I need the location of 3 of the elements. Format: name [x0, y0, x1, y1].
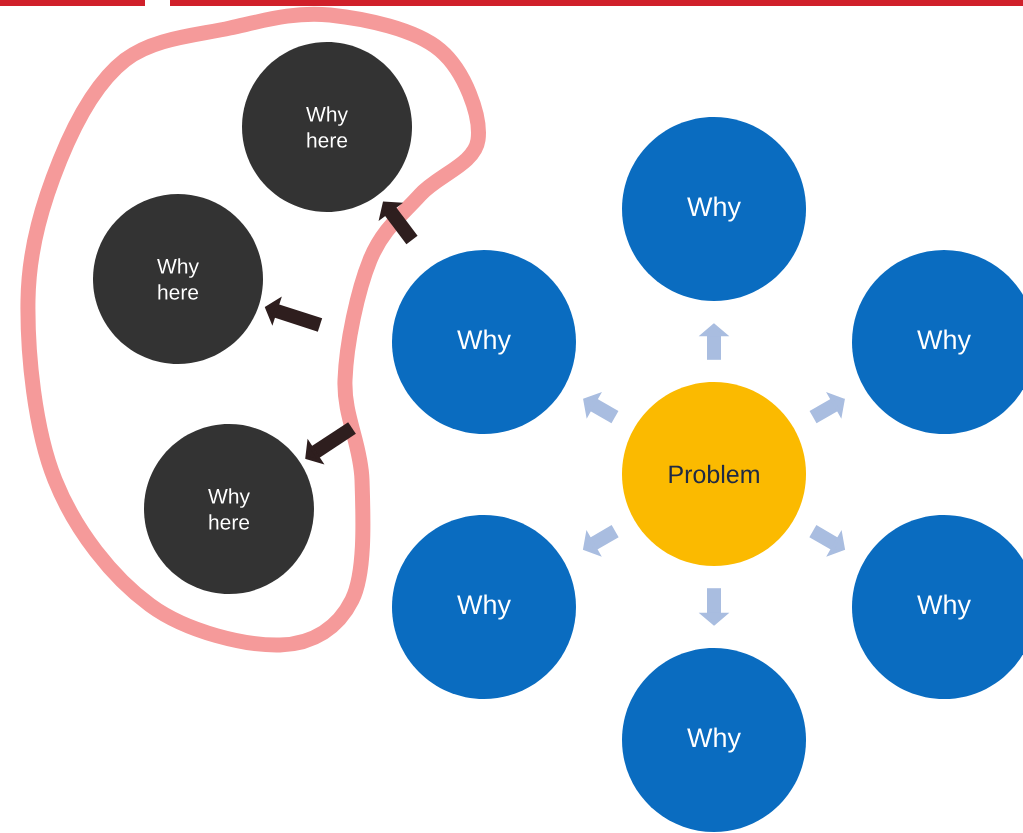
block-arrow [378, 201, 418, 245]
block-arrow [305, 422, 356, 465]
block-arrow [809, 392, 845, 424]
